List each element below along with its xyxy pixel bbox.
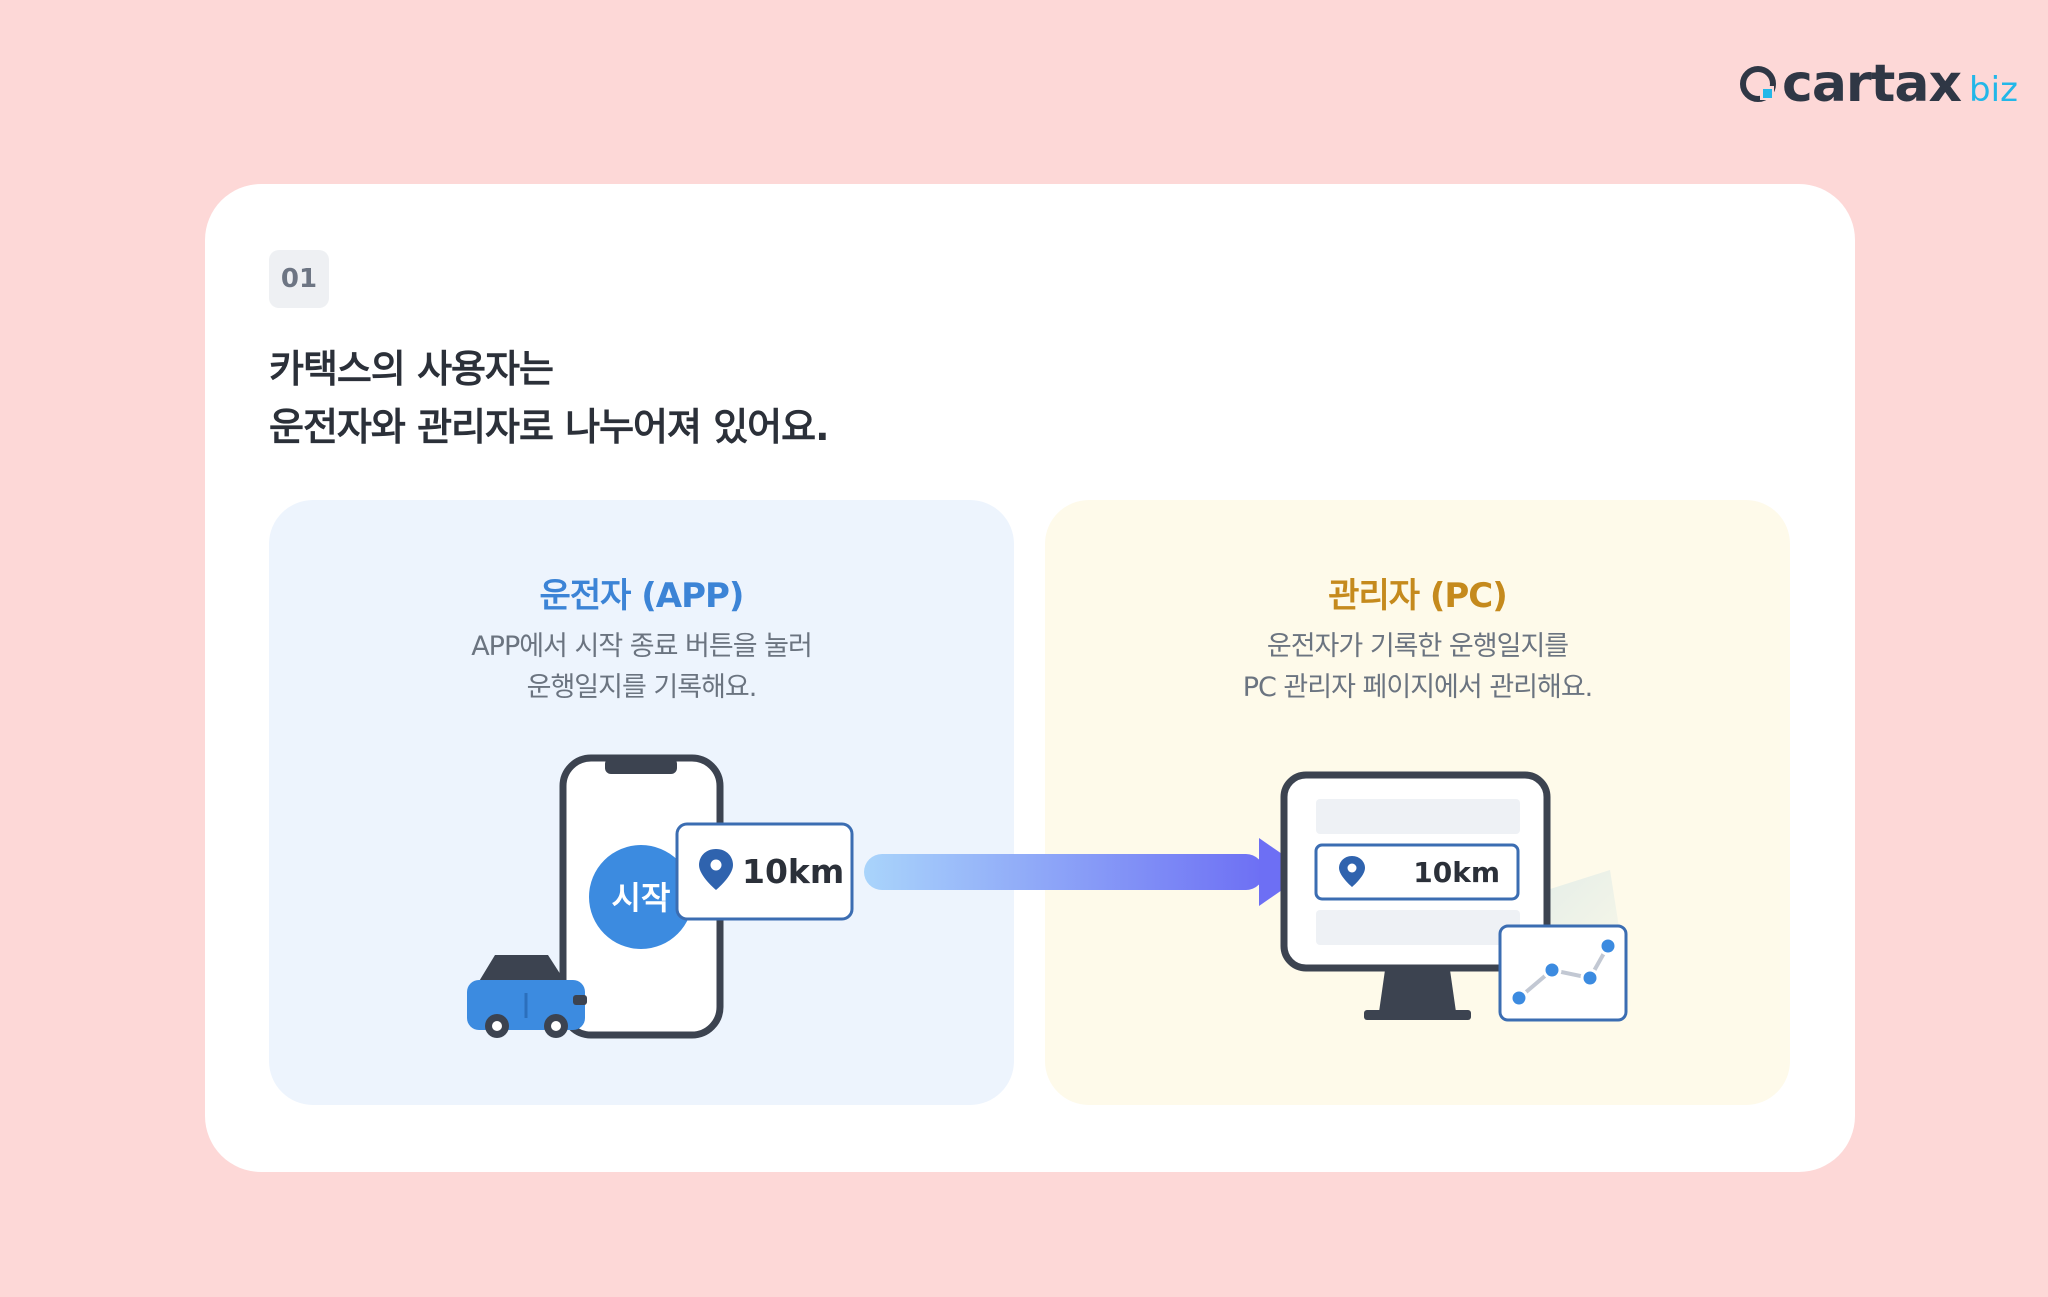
logo-sub-wordmark: biz <box>1969 70 2018 110</box>
logo-wordmark: cartax <box>1782 54 1962 114</box>
driver-app-panel: 운전자 (APP) APP에서 시작 종료 버튼을 눌러 운행일지를 기록해요. <box>269 500 1014 1105</box>
headline: 카택스의 사용자는 운전자와 관리자로 나누어져 있어요. <box>269 340 830 456</box>
admin-panel-title: 관리자 (PC) <box>1328 576 1508 616</box>
driver-desc-line-2: 운행일지를 기록해요. <box>526 672 758 703</box>
content-card: 01 카택스의 사용자는 운전자와 관리자로 나누어져 있어요. 운전자 (AP… <box>205 184 1855 1172</box>
admin-desc-line-2: PC 관리자 페이지에서 관리해요. <box>1242 672 1594 703</box>
headline-line-2: 운전자와 관리자로 나누어져 있어요. <box>269 405 830 449</box>
cartax-biz-logo: cartax biz <box>1738 58 2018 110</box>
logo-mark-icon <box>1738 64 1778 104</box>
headline-line-1: 카택스의 사용자는 <box>269 347 554 391</box>
driver-panel-description: APP에서 시작 종료 버튼을 눌러 운행일지를 기록해요. <box>269 626 1014 708</box>
driver-panel-title: 운전자 (APP) <box>539 576 745 616</box>
driver-desc-line-1: APP에서 시작 종료 버튼을 눌러 <box>471 631 813 662</box>
admin-pc-panel: 관리자 (PC) 운전자가 기록한 운행일지를 PC 관리자 페이지에서 관리해… <box>1045 500 1790 1105</box>
admin-panel-description: 운전자가 기록한 운행일지를 PC 관리자 페이지에서 관리해요. <box>1045 626 1790 708</box>
admin-desc-line-1: 운전자가 기록한 운행일지를 <box>1266 631 1569 662</box>
step-number-badge: 01 <box>269 250 329 308</box>
